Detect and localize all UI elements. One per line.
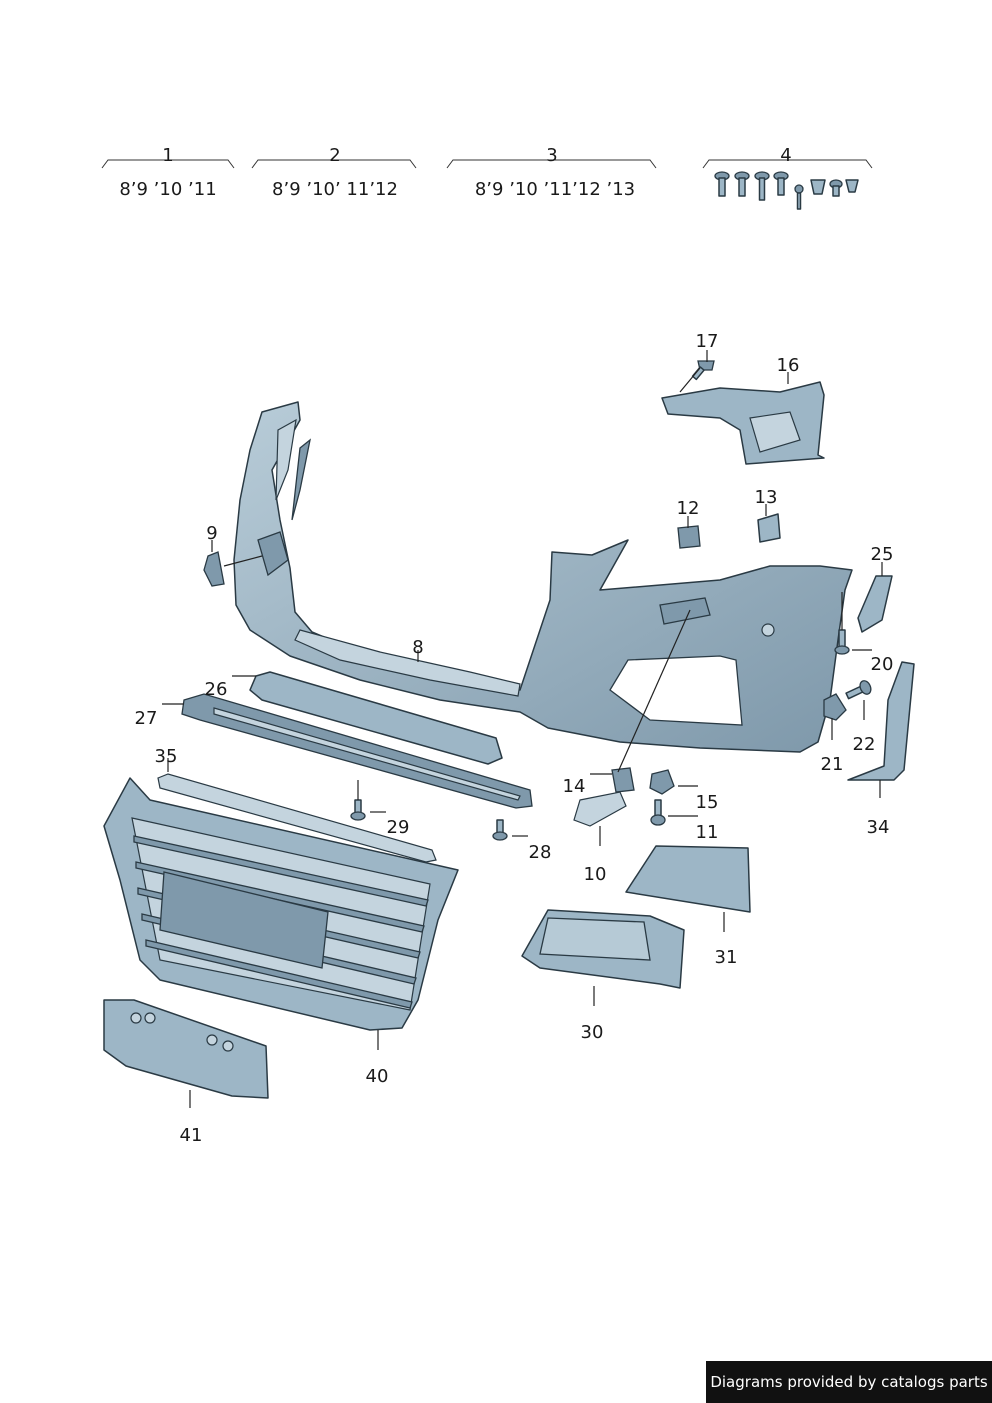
part-31-cover: [625, 845, 751, 913]
part-12-clip: [677, 525, 701, 549]
callout-21: 21: [821, 754, 844, 775]
callout-28: 28: [529, 842, 552, 863]
part-14-clip: [611, 767, 635, 793]
part-9-bracket: [203, 551, 225, 587]
callout-31: 31: [715, 947, 738, 968]
part-26-guide: [249, 671, 503, 765]
callout-25: 25: [871, 544, 894, 565]
part-41-plate-bracket: [103, 999, 269, 1099]
callout-27: 27: [135, 708, 158, 729]
clip-icon: [810, 179, 826, 195]
callout-20: 20: [871, 654, 894, 675]
screw-icon: [734, 171, 750, 197]
part-34-strip: [847, 661, 915, 781]
callout-35: 35: [155, 746, 178, 767]
callout-9: 9: [206, 523, 217, 544]
part-29-screw: [350, 799, 366, 821]
callout-15: 15: [696, 792, 719, 813]
part-35-trim-strip: [157, 773, 437, 863]
part-15-nut: [649, 769, 675, 795]
attribution-banner: Diagrams provided by catalogs parts: [706, 1361, 992, 1403]
callout-labels: 17 16 12 13 9 25 8 20 26 27 22 21 35 14 …: [135, 331, 894, 1146]
part-21-nut: [823, 693, 847, 721]
group-3-members: 8’9 ’10 ’11’12 ’13: [475, 179, 635, 200]
group-1-members: 8’9 ’10 ’11: [119, 179, 216, 200]
part-16-bracket: [661, 381, 825, 465]
part-40-main-grille: [103, 777, 459, 1031]
pin-icon: [794, 184, 804, 210]
group-4: 4: [702, 145, 873, 210]
group-2-members: 8’9 ’10’ 11’12: [272, 179, 398, 200]
group-3-number: 3: [546, 145, 557, 166]
callout-13: 13: [755, 487, 778, 508]
callout-11: 11: [696, 822, 719, 843]
callout-12: 12: [677, 498, 700, 519]
callout-8: 8: [412, 637, 423, 658]
grille-plate-mount: [159, 871, 329, 969]
part-25-trim: [857, 575, 893, 633]
leader-lines: [162, 350, 883, 1108]
part-16-cutout: [749, 411, 801, 453]
part-10-cover-cap: [573, 791, 627, 827]
nut-icon: [829, 179, 843, 197]
group-2-number: 2: [329, 145, 340, 166]
bumper-cover: [233, 401, 853, 753]
part-22-screw: [845, 680, 872, 700]
screw-icon: [754, 171, 770, 201]
part-30-side-grille: [521, 909, 685, 989]
callout-10: 10: [584, 864, 607, 885]
part-13-clip: [757, 513, 781, 543]
group-1: 1 8’9 ’10 ’11: [101, 145, 235, 200]
callout-16: 16: [777, 355, 800, 376]
part-20-screw: [834, 629, 850, 655]
callout-30: 30: [581, 1022, 604, 1043]
part-27-ribs: [213, 707, 521, 801]
group-4-number: 4: [780, 145, 791, 166]
part-17-screw: [691, 360, 715, 381]
callout-40: 40: [366, 1066, 389, 1087]
group-4-fastener-icons: [714, 171, 859, 210]
callout-34: 34: [867, 817, 890, 838]
group-2: 2 8’9 ’10’ 11’12: [251, 145, 417, 200]
part-11-screw: [650, 799, 666, 826]
part-28-screw: [492, 819, 508, 841]
screw-icon: [773, 171, 789, 196]
clip-icon: [845, 179, 859, 193]
group-1-number: 1: [162, 145, 173, 166]
callout-14: 14: [563, 776, 586, 797]
callout-17: 17: [696, 331, 719, 352]
callout-29: 29: [387, 817, 410, 838]
screw-icon: [714, 171, 730, 197]
callout-41: 41: [180, 1125, 203, 1146]
callout-22: 22: [853, 734, 876, 755]
group-3: 3 8’9 ’10 ’11’12 ’13: [446, 145, 657, 200]
callout-26: 26: [205, 679, 228, 700]
